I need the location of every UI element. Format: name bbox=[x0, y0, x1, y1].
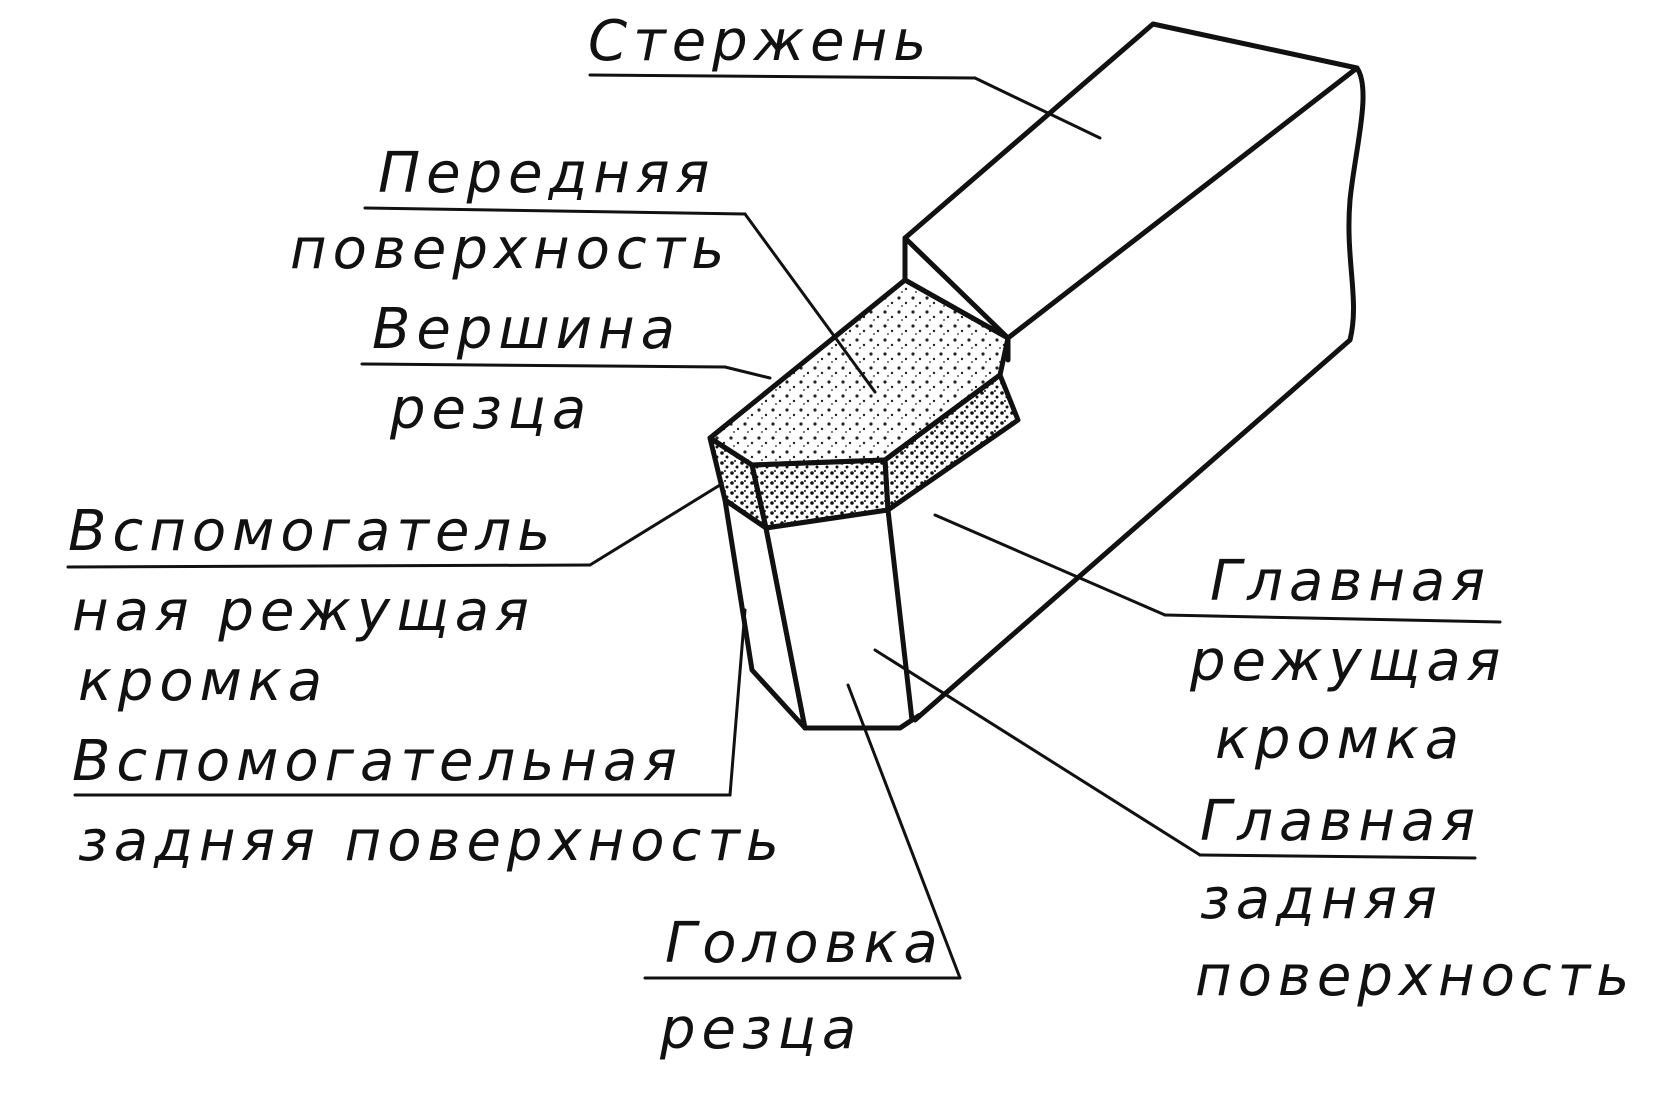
label-aux-edge-line1: Вспомогатель bbox=[68, 499, 556, 564]
label-main-flank-line3: поверхность bbox=[1195, 944, 1635, 1009]
label-main-flank-line1: Главная bbox=[1200, 789, 1481, 854]
leader-lines bbox=[66, 73, 1502, 980]
tool-flanks bbox=[722, 497, 922, 731]
label-rake-face-line2: поверхность bbox=[290, 217, 730, 282]
labels: Стержень Передняя поверхность Вершина ре… bbox=[68, 9, 1635, 1062]
label-tool-tip-line2: резца bbox=[389, 377, 592, 442]
label-aux-flank-line1: Вспомогательная bbox=[72, 729, 683, 794]
label-main-edge-line3: кромка bbox=[1215, 707, 1465, 772]
label-aux-edge-line3: кромка bbox=[78, 649, 328, 714]
label-main-edge-line2: режущая bbox=[1189, 629, 1506, 694]
main-cutting-edge-band bbox=[749, 372, 1021, 531]
label-tool-tip-line1: Вершина bbox=[372, 297, 681, 362]
label-aux-edge-line2: ная режущая bbox=[72, 579, 535, 644]
label-aux-flank-line2: задняя поверхность bbox=[78, 809, 785, 874]
label-head-line1: Головка bbox=[665, 911, 944, 976]
label-main-edge-line1: Главная bbox=[1210, 549, 1491, 614]
label-head-line2: резца bbox=[659, 997, 862, 1062]
label-main-flank-line2: задняя bbox=[1200, 867, 1443, 932]
label-rake-face-line1: Передняя bbox=[378, 141, 715, 206]
label-shank: Стержень bbox=[588, 9, 932, 74]
